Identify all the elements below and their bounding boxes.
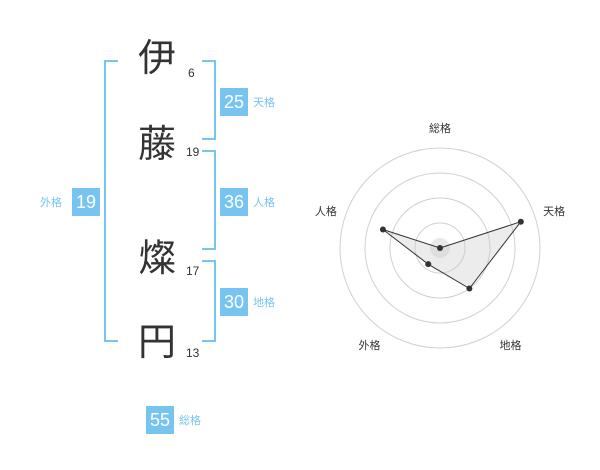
radar-axis-label-2: 地格 xyxy=(500,338,522,352)
stroke-count-4: 13 xyxy=(186,346,200,360)
jinkaku-label: 人格 xyxy=(253,196,275,209)
radar-point-0 xyxy=(437,245,443,251)
stroke-count-2: 19 xyxy=(186,145,200,159)
radar-point-3 xyxy=(425,261,432,268)
stroke-count-3: 17 xyxy=(186,264,200,278)
soukaku-label: 総格 xyxy=(179,414,201,427)
name-char-4: 円 xyxy=(138,320,177,364)
name-char-2: 藤 xyxy=(138,122,177,166)
radar-ring-4 xyxy=(339,147,541,349)
stroke-count-1: 6 xyxy=(188,66,195,80)
radar-point-4 xyxy=(379,226,386,233)
tenkaku-bracket xyxy=(202,60,216,140)
tenkaku-value: 25 xyxy=(220,88,248,116)
name-char-1: 伊 xyxy=(138,36,177,80)
radar-axis-label-1: 天格 xyxy=(543,204,565,218)
radar-point-1 xyxy=(517,218,524,225)
jinkaku-bracket xyxy=(202,150,216,250)
gaikaku-label: 外格 xyxy=(40,196,62,209)
radar-ring-3 xyxy=(364,172,516,324)
gaikaku-bracket xyxy=(104,60,118,342)
radar-axis-label-0: 総格 xyxy=(429,121,451,135)
name-char-3: 燦 xyxy=(138,236,177,280)
jinkaku-value: 36 xyxy=(220,188,248,216)
radar-series xyxy=(382,220,523,290)
chikaku-value: 30 xyxy=(220,288,248,316)
radar-ring-1 xyxy=(414,222,466,274)
tenkaku-label: 天格 xyxy=(253,96,275,109)
radar-axis-label-3: 外格 xyxy=(358,338,380,352)
radar-ring-2 xyxy=(389,197,491,299)
radar-axis-label-4: 人格 xyxy=(315,204,337,218)
radar-point-2 xyxy=(466,285,473,292)
chikaku-bracket xyxy=(202,260,216,342)
gaikaku-value: 19 xyxy=(72,188,100,216)
soukaku-value: 55 xyxy=(146,406,174,434)
chikaku-label: 地格 xyxy=(253,296,275,309)
